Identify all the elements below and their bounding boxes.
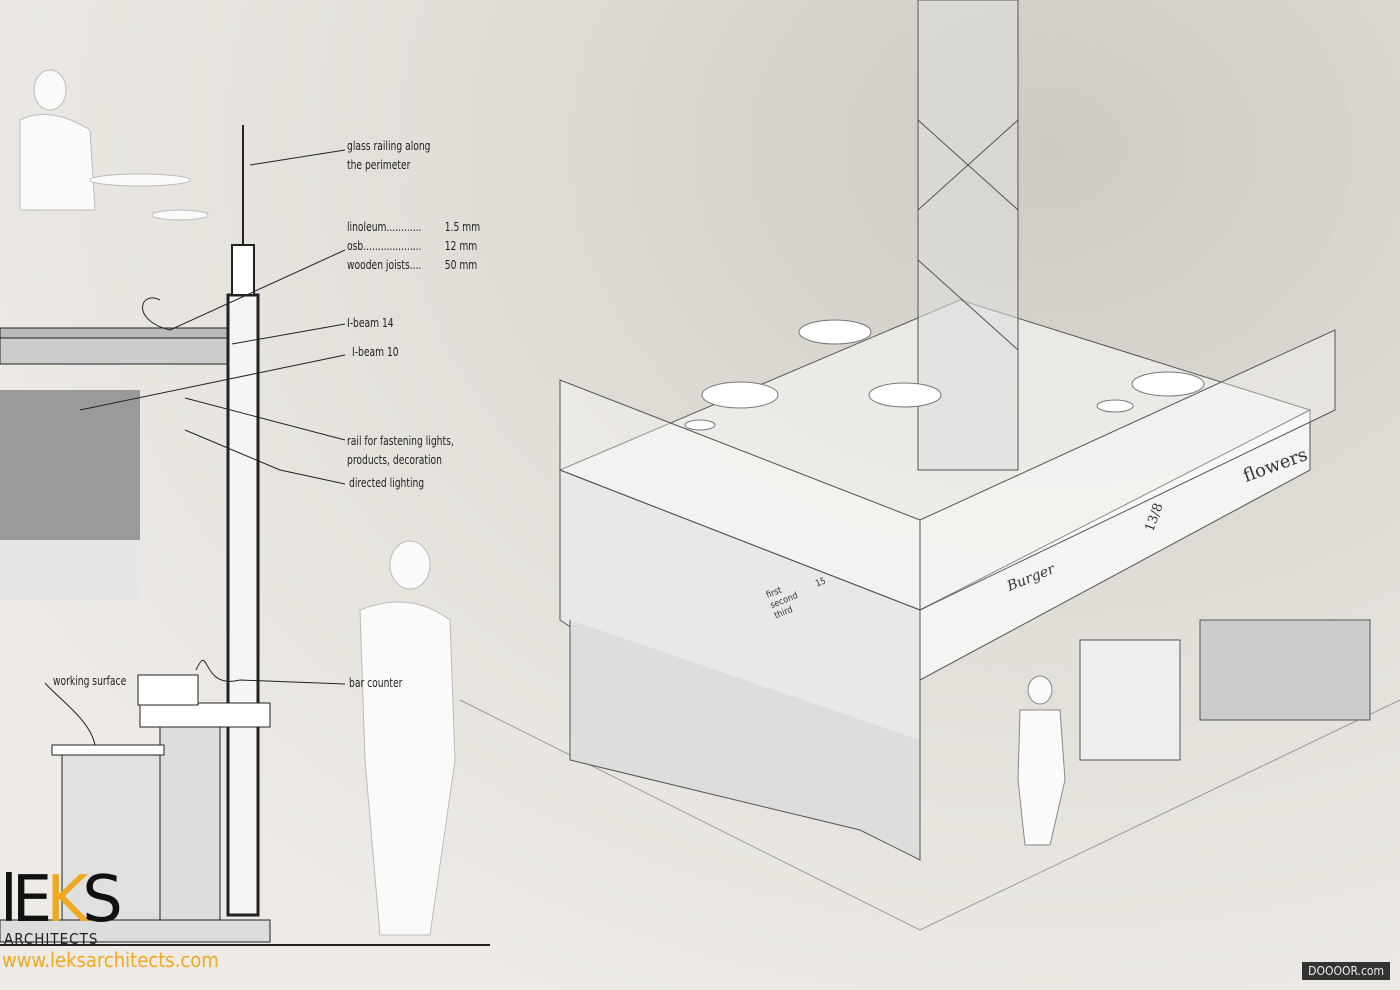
label-ibeam-14: I-beam 14: [347, 316, 394, 330]
company-logo: lEKS ARCHITECTS www.leksarchitects.com: [0, 868, 219, 972]
label-working-surface: working surface: [53, 674, 127, 688]
spec-name: linoleum............: [347, 220, 422, 234]
spec-name: wooden joists....: [347, 258, 422, 272]
logo-mark: lEKS: [0, 863, 123, 937]
spec-row-joists: wooden joists.... 50 mm: [347, 256, 480, 275]
section-drawing: [0, 69, 490, 946]
label-rail: rail for fastening lights, products, dec…: [347, 434, 454, 467]
label-glass-railing: glass railing along the perimeter: [347, 139, 431, 172]
spec-value: 12 mm: [444, 239, 478, 253]
spec-name: osb....................: [347, 239, 422, 253]
logo-subtitle: ARCHITECTS: [4, 930, 99, 948]
spec-value: 1.5 mm: [444, 220, 481, 234]
website-link[interactable]: www.leksarchitects.com: [2, 948, 219, 972]
spec-row-osb: osb.................... 12 mm: [347, 237, 480, 256]
label-directed-lighting: directed lighting: [349, 476, 425, 490]
label-bar-counter: bar counter: [349, 676, 403, 690]
floor-layers-spec: linoleum............ 1.5 mm osb..........…: [347, 218, 480, 275]
isometric-kiosk: [459, 0, 1400, 931]
spec-row-linoleum: linoleum............ 1.5 mm: [347, 218, 480, 237]
spec-value: 50 mm: [444, 258, 478, 272]
watermark: DOOOOR.com: [1302, 962, 1390, 980]
label-ibeam-10: I-beam 10: [352, 345, 399, 359]
